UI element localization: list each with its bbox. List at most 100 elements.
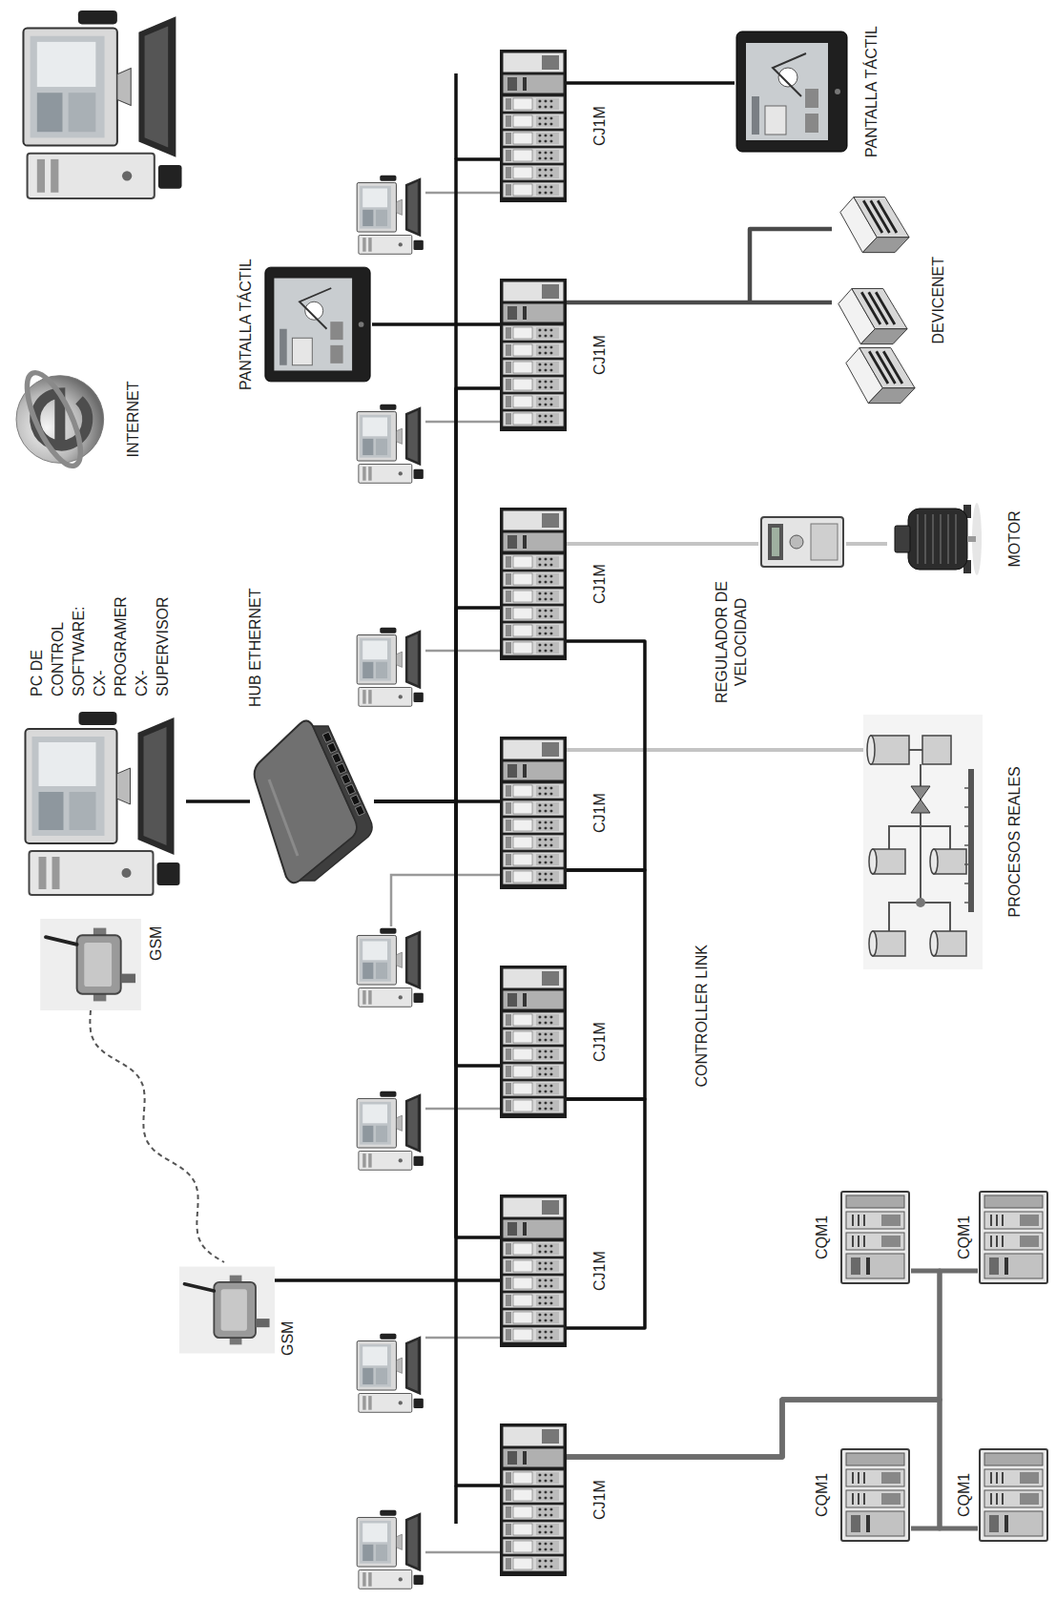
bus-label: CONTROLLER LINK	[692, 944, 712, 1087]
device-picture	[758, 514, 847, 570]
gsm-cable	[274, 1278, 500, 1283]
device-icon	[499, 736, 567, 890]
device-icon	[179, 1266, 275, 1354]
operator-pc	[356, 175, 424, 255]
device-picture	[19, 707, 187, 899]
device-picture	[499, 736, 567, 890]
controller-link-cable	[566, 641, 645, 870]
device-picture	[499, 965, 567, 1119]
device-icon	[841, 1191, 910, 1284]
device-icon	[254, 720, 373, 883]
devicenet-branch	[749, 228, 832, 303]
device-icon	[841, 1449, 910, 1541]
device-label: PANTALLA TÁCTIL	[236, 258, 256, 391]
gsm-modem-node: GSM	[179, 1262, 275, 1358]
device-icon	[761, 517, 844, 567]
device-label: CQM1	[954, 1472, 974, 1517]
internet-node: INTERNET	[5, 364, 111, 475]
screen-cable	[566, 81, 735, 85]
device-label-holder: CQM1	[954, 1215, 974, 1260]
ethernet-cable	[373, 159, 500, 802]
device-picture	[499, 278, 567, 432]
device-icon	[499, 1194, 567, 1347]
device-picture	[831, 187, 920, 413]
operator-pc	[356, 404, 424, 484]
device-label: REGULADOR DE VELOCIDAD	[712, 575, 751, 709]
device-label-holder: CJ1M	[590, 1021, 610, 1062]
device-icon	[25, 711, 181, 895]
device-picture	[499, 1194, 567, 1347]
cqm-plc-node: CQM1	[977, 1447, 1050, 1543]
plc-rack-node: CJ1M	[499, 1423, 567, 1576]
device-label-holder: GSM	[278, 1321, 298, 1356]
device-icon	[265, 267, 371, 382]
device-label: DEVICENET	[929, 256, 949, 345]
speed-drive-node: REGULADOR DE VELOCIDAD	[758, 514, 847, 570]
process-cable	[566, 747, 864, 752]
device-picture	[249, 712, 374, 894]
cqm-bus-cable	[566, 1270, 940, 1457]
plc-rack-node: CJ1M	[499, 278, 567, 432]
process-node: PROCESOS REALES	[863, 714, 983, 970]
device-label-holder: GSM	[146, 926, 166, 961]
device-icon	[40, 918, 142, 1011]
device-label: CJ1M	[590, 1021, 610, 1062]
gsm-modem-node: GSM	[38, 918, 144, 1011]
devicenet-node: DEVICENET	[831, 187, 920, 413]
device-picture	[263, 262, 373, 387]
device-label-holder: CQM1	[812, 1215, 832, 1260]
touch-screen-node: PANTALLA TÁCTIL	[734, 29, 849, 154]
device-label-holder: CJ1M	[590, 563, 610, 604]
plc-rack-node: CJ1M	[499, 507, 567, 661]
plc-rack-node: CJ1M	[499, 1194, 567, 1347]
device-label-holder: REGULADOR DE VELOCIDAD	[712, 575, 751, 709]
device-label-holder: INTERNET	[124, 381, 144, 458]
device-label: INTERNET	[124, 381, 144, 458]
device-picture	[863, 714, 983, 970]
device-label: CJ1M	[590, 1250, 610, 1291]
plc-rack-node: CJ1M	[499, 736, 567, 890]
ethernet-cable	[373, 801, 500, 1486]
device-picture	[499, 49, 567, 203]
device-picture	[887, 500, 983, 578]
device-label-holder: PANTALLA TÁCTIL	[862, 25, 882, 158]
device-label: CJ1M	[590, 563, 610, 604]
device-icon	[16, 366, 104, 474]
operator-pc	[356, 1091, 424, 1171]
device-picture	[977, 1189, 1050, 1285]
device-label-holder: PROCESOS REALES	[1005, 766, 1025, 917]
motor-cable	[846, 541, 888, 546]
device-label: PC DE CONTROL SOFTWARE: CX- PROGRAMER CX…	[26, 589, 174, 697]
device-label: CJ1M	[590, 792, 610, 833]
device-icon	[979, 1449, 1048, 1541]
drive-cable	[566, 541, 759, 546]
operator-pc	[356, 928, 424, 1008]
device-icon	[499, 965, 567, 1119]
device-picture	[839, 1189, 912, 1285]
device-label: GSM	[278, 1321, 298, 1356]
device-picture	[5, 364, 111, 475]
device-label-holder: CJ1M	[590, 105, 610, 146]
device-label-holder: CQM1	[812, 1472, 832, 1517]
device-icon	[838, 197, 915, 404]
operator-pc	[356, 1510, 424, 1590]
ethernet-hub-node: HUB ETHERNET	[249, 712, 374, 894]
plc-rack-node: CJ1M	[499, 49, 567, 203]
internet-pc	[22, 10, 182, 199]
device-label-holder: CJ1M	[590, 334, 610, 375]
cqm-plc-node: CQM1	[839, 1189, 912, 1285]
device-icon	[894, 502, 982, 576]
cqm-plc-node: CQM1	[977, 1189, 1050, 1285]
device-icon	[499, 507, 567, 661]
pc-cable	[391, 192, 500, 1553]
device-label-holder: HUB ETHERNET	[246, 588, 266, 707]
device-picture	[179, 1262, 275, 1358]
device-label-holder: PANTALLA TÁCTIL	[236, 258, 256, 391]
operator-pc	[356, 627, 424, 707]
device-label: HUB ETHERNET	[246, 588, 266, 707]
device-label: CJ1M	[590, 1479, 610, 1520]
motor-node: MOTOR	[887, 500, 983, 578]
screen-cable	[372, 322, 500, 327]
device-label: GSM	[146, 926, 166, 961]
ethernet-cable	[186, 799, 250, 804]
